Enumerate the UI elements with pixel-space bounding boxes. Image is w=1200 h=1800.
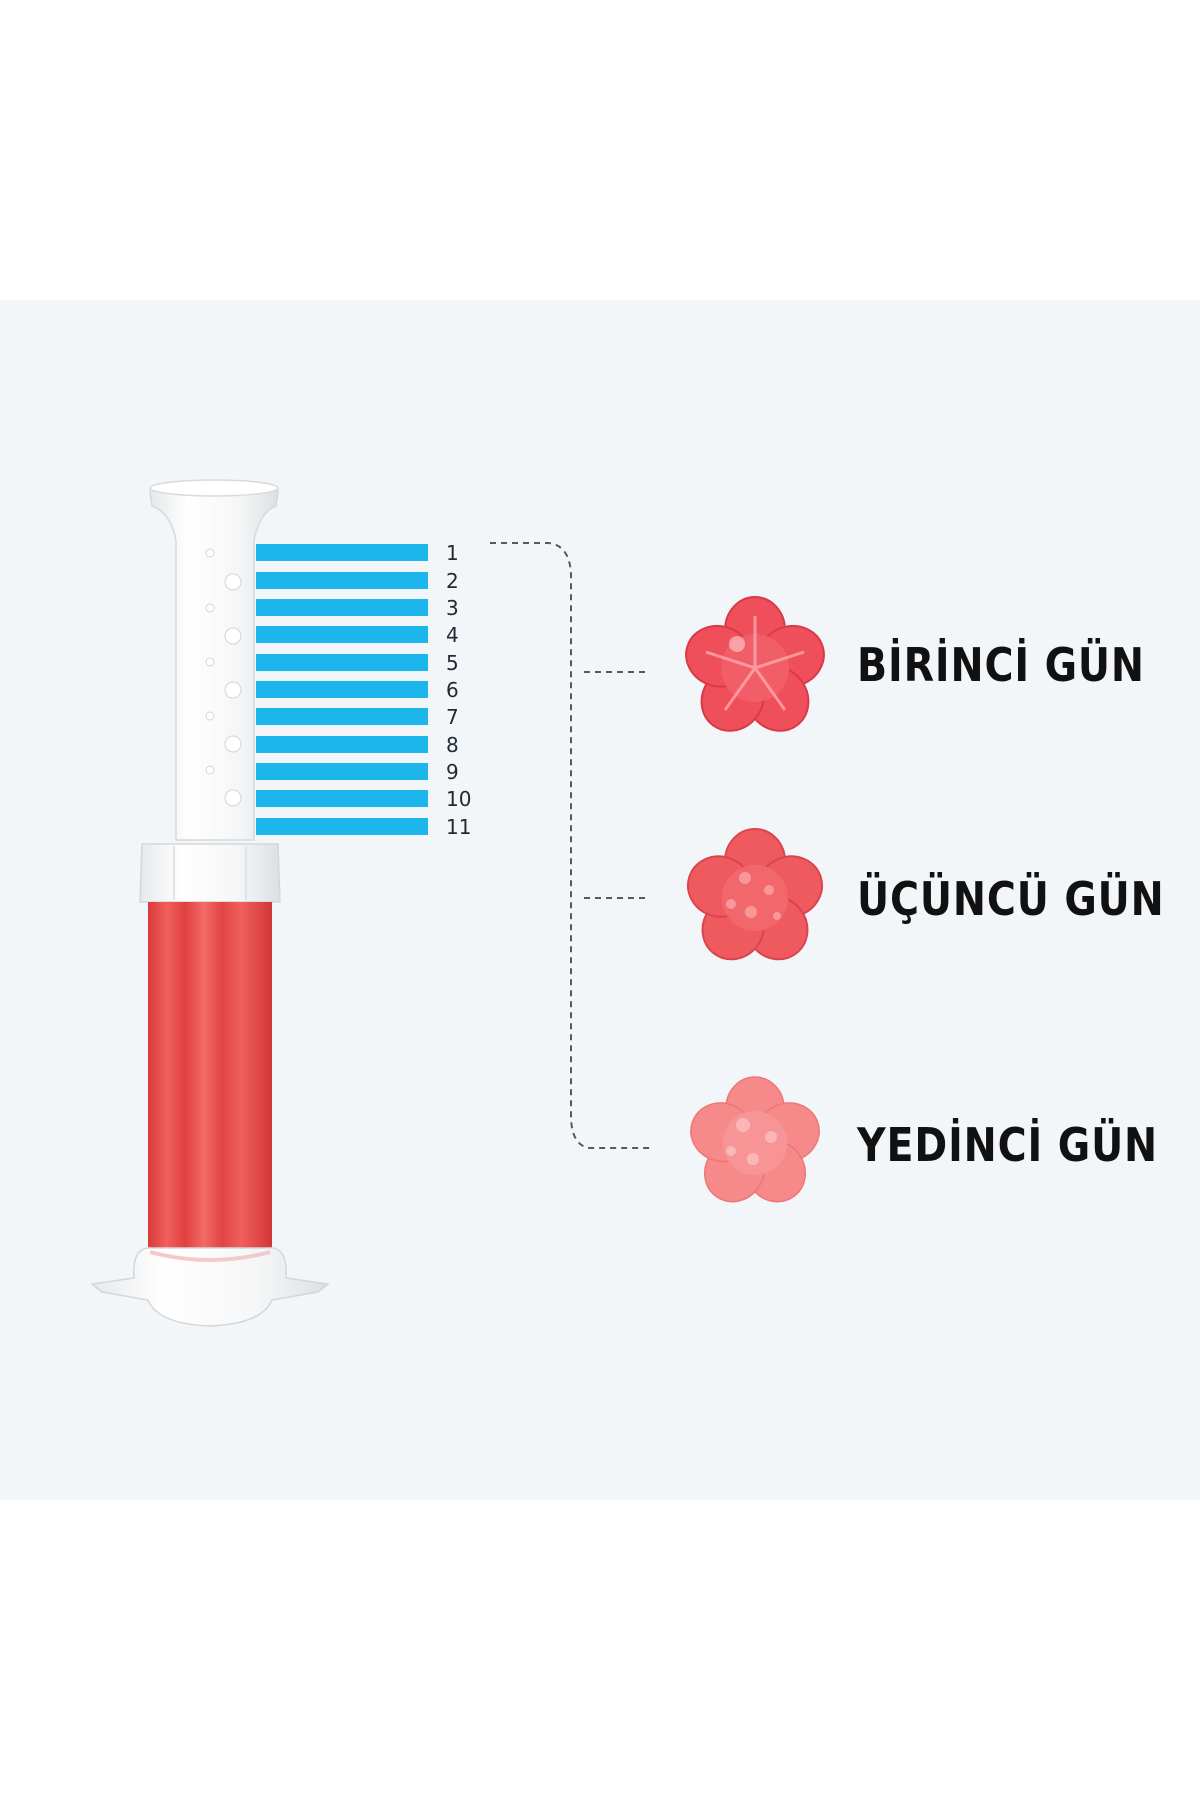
scale-number: 7	[446, 705, 459, 729]
connector-bracket	[490, 542, 650, 1149]
scale-number: 9	[446, 760, 459, 784]
scale-number: 11	[446, 815, 471, 839]
stage-label-day-1: BİRİNCİ GÜN	[857, 638, 1145, 692]
scale-bar	[256, 626, 428, 643]
applicator-collar	[139, 843, 281, 903]
scale-bar	[256, 708, 428, 725]
applicator-red-body	[148, 902, 272, 1250]
scale-bar	[256, 654, 428, 671]
scale-bar	[256, 681, 428, 698]
applicator	[90, 479, 330, 1327]
scale-bar	[256, 736, 428, 753]
scale-bar	[256, 763, 428, 780]
scale-number: 4	[446, 623, 459, 647]
gel-stage-3	[686, 828, 824, 961]
stage-label-day-3: ÜÇÜNCÜ GÜN	[857, 872, 1165, 926]
applicator-base	[90, 1247, 330, 1327]
scale-number: 6	[446, 678, 459, 702]
flower-gel-icon	[685, 596, 825, 732]
dosage-scale: 1 2 3 4 5 6 7 8 9 10 11	[256, 541, 471, 839]
flower-gel-icon	[690, 1076, 820, 1203]
scale-bar	[256, 599, 428, 616]
scale-bar	[256, 790, 428, 807]
flower-gel-icon	[686, 828, 824, 961]
scale-bar	[256, 818, 428, 835]
scale-number: 2	[446, 569, 459, 593]
gel-stage-1	[685, 596, 825, 732]
scale-bar	[256, 572, 428, 589]
scale-number: 1	[446, 541, 459, 565]
stage-label-day-7: YEDİNCİ GÜN	[857, 1118, 1159, 1172]
tube-dots	[205, 548, 242, 807]
gel-stage-7	[690, 1076, 820, 1203]
scale-number: 10	[446, 787, 471, 811]
scale-bar	[256, 544, 428, 561]
scale-number: 8	[446, 733, 459, 757]
scale-number: 5	[446, 651, 459, 675]
scale-number: 3	[446, 596, 459, 620]
